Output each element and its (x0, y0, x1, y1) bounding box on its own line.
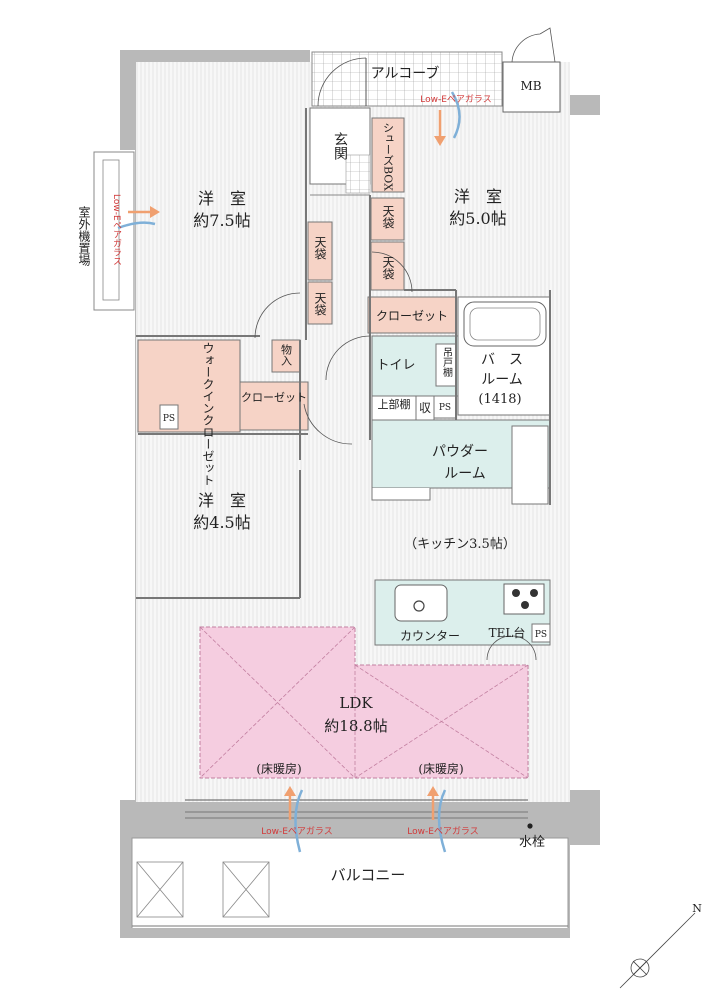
ldk-size: 約18.8帖 (324, 717, 387, 735)
closet-5jo (367, 296, 457, 334)
closet-label-5jo: クローゼット (376, 309, 448, 323)
walkin-closet (137, 339, 241, 433)
tenbukuro-label-2: 天袋 (381, 256, 395, 280)
ldk-label: LDK (339, 694, 373, 712)
ps-label-3: PS (535, 630, 547, 640)
western1-name: 洋 室 (198, 189, 246, 208)
bath-label-1: バ ス (481, 352, 523, 368)
tenbukuro-2 (370, 241, 405, 291)
floor-heating-zones (199, 626, 529, 779)
ps-box-3 (531, 623, 551, 643)
tenbukuro-4 (307, 281, 333, 325)
powder-label-1: パウダー (432, 444, 488, 460)
western2-name: 洋 室 (454, 187, 502, 206)
tenbukuro-3 (307, 221, 333, 281)
north-label: N (692, 902, 702, 915)
lowe-label-ldk-1: Low-Eペアガラス (261, 826, 332, 837)
sink-icon (394, 584, 448, 622)
stove-icon (503, 583, 545, 615)
entrance-door-swing (317, 57, 367, 107)
washstand-icon (511, 425, 549, 505)
jyobudana-label: 上部棚 (378, 397, 411, 411)
shoebox-label: シューズBOX (382, 122, 395, 191)
toilet-label: トイレ (376, 358, 415, 373)
ps-box-1 (159, 404, 179, 430)
genkan-floor (309, 107, 371, 185)
tenbukuro-label-1: 天袋 (381, 205, 395, 229)
bath-size: (1418) (478, 392, 521, 407)
alcove-label: アルコーブ (371, 65, 440, 82)
floor-heating-label-2: (床暖房) (418, 761, 463, 776)
tsuridana-label: 吊戸棚 (441, 347, 453, 378)
lowe-label-west: Low-Eペアガラス (111, 194, 122, 266)
balcony-area (131, 837, 569, 934)
lowe-label-entrance: Low-Eペアガラス (420, 94, 491, 105)
balcony-label: バルコニー (331, 866, 406, 884)
kitchen-label: （キッチン3.5帖） (404, 537, 516, 552)
western3-name: 洋 室 (198, 491, 246, 510)
walkin-label: ウォークインクローゼット (201, 342, 215, 486)
monoire-label: 物入 (280, 343, 293, 366)
powder-label-2: ルーム (444, 466, 486, 482)
closet-label-45jo: クローゼット (241, 391, 307, 404)
balcony-rail (120, 928, 570, 938)
western3-size: 約4.5帖 (193, 513, 250, 532)
western2-size: 約5.0帖 (449, 209, 506, 228)
shoebox (371, 117, 405, 193)
lowe-label-ldk-2: Low-Eペアガラス (407, 826, 478, 837)
ps-label-1: PS (163, 414, 175, 424)
water-tap-icon (527, 823, 533, 829)
airflow-arrows (117, 91, 461, 853)
outdoor-unit-area (93, 151, 135, 311)
bathtub-icon (463, 301, 547, 347)
tenbukuro-label-4: 天袋 (313, 292, 327, 316)
shu-label: 収 (419, 401, 431, 415)
balcony-ac-units (136, 861, 270, 918)
outdoor-unit-label: 室外機置場 (77, 205, 91, 267)
mb-box (502, 61, 561, 113)
bath-label-2: ルーム (481, 372, 523, 388)
partition-walls (136, 108, 551, 599)
western1-size: 約7.5帖 (193, 211, 250, 230)
door-swings (254, 251, 537, 661)
alcove-floor (311, 51, 503, 107)
counter-label: カウンター (400, 629, 460, 643)
tel-label: TEL台 (489, 625, 526, 640)
ps-label-2: PS (439, 403, 451, 413)
storage-blocks (137, 117, 457, 433)
genkan-label: 玄関 (332, 131, 348, 161)
floor-heating-label-1: (床暖房) (256, 761, 301, 776)
closet-45jo (239, 381, 309, 431)
tenbukuro-label-3: 天袋 (313, 236, 327, 260)
water-tap-label: 水栓 (519, 835, 545, 850)
mb-label: MB (520, 79, 541, 93)
compass-icon (619, 912, 696, 989)
